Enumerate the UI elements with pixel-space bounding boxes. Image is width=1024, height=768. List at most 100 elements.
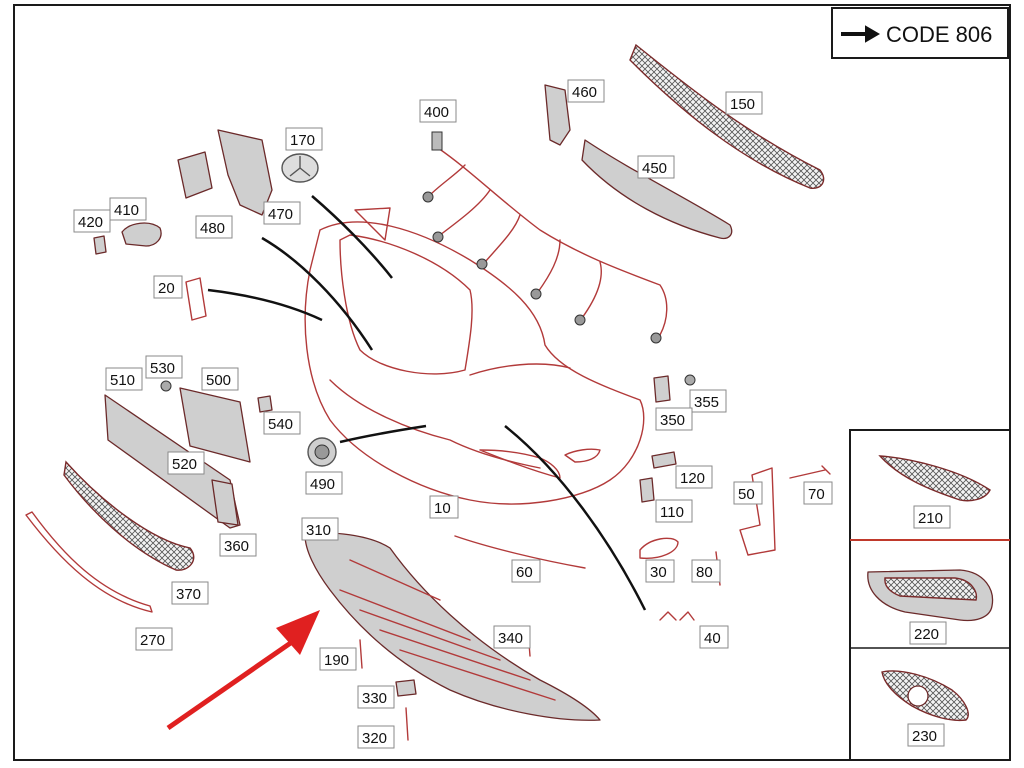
svg-text:400: 400 <box>424 104 449 121</box>
callout-220: 220 <box>909 621 947 645</box>
part-530-nut <box>160 380 172 392</box>
svg-text:530: 530 <box>150 360 175 377</box>
svg-text:500: 500 <box>206 372 231 389</box>
callout-330: 330 <box>357 685 395 709</box>
callout-10: 10 <box>429 495 459 519</box>
callout-320: 320 <box>357 725 395 749</box>
part-270-trim-strip <box>25 511 153 613</box>
svg-text:170: 170 <box>290 132 315 149</box>
part-210-grille <box>878 455 991 502</box>
arrow-right-icon <box>841 25 880 43</box>
callout-230: 230 <box>907 723 945 747</box>
callout-110: 110 <box>655 499 693 523</box>
callout-420: 420 <box>73 209 111 233</box>
callout-340: 340 <box>493 625 531 649</box>
code-label: CODE 806 <box>886 22 992 47</box>
callout-270: 270 <box>135 627 173 651</box>
part-320-bolt <box>405 707 409 741</box>
callout-30: 30 <box>645 559 675 583</box>
svg-text:320: 320 <box>362 730 387 747</box>
part-410-sensor <box>121 222 162 247</box>
callout-530: 530 <box>145 355 183 379</box>
insets-panel <box>849 429 1011 761</box>
callout-490: 490 <box>305 471 343 495</box>
svg-text:210: 210 <box>918 510 943 527</box>
callout-170: 170 <box>285 127 323 151</box>
callout-360: 360 <box>219 533 257 557</box>
svg-text:310: 310 <box>306 522 331 539</box>
svg-text:190: 190 <box>324 652 349 669</box>
diagram-frame <box>13 4 1011 761</box>
callout-20: 20 <box>153 275 183 299</box>
callout-400: 400 <box>419 99 457 123</box>
svg-text:20: 20 <box>158 280 175 297</box>
callout-190: 190 <box>319 647 357 671</box>
part-40-clip <box>659 611 695 621</box>
part-60-strip <box>454 535 586 569</box>
part-120-sensor <box>651 451 677 469</box>
callout-510: 510 <box>105 367 143 391</box>
leader-490 <box>339 424 427 444</box>
part-350-bracket <box>653 375 671 403</box>
svg-text:360: 360 <box>224 538 249 555</box>
red-arrow-icon <box>166 610 320 731</box>
part-10-bumper-cover <box>304 207 645 505</box>
callout-450: 450 <box>637 155 675 179</box>
svg-text:150: 150 <box>730 96 755 113</box>
svg-text:450: 450 <box>642 160 667 177</box>
svg-text:110: 110 <box>660 504 684 521</box>
part-370-lower-grille <box>63 460 195 571</box>
svg-text:355: 355 <box>694 394 719 411</box>
part-400-wiring-harness <box>422 131 668 344</box>
callout-70: 70 <box>803 481 833 505</box>
callout-540: 540 <box>263 411 301 435</box>
leader-470 <box>261 236 374 351</box>
svg-text:520: 520 <box>172 456 197 473</box>
callout-80: 80 <box>691 559 721 583</box>
part-470-bracket <box>217 129 273 216</box>
part-450-bracket <box>581 139 733 240</box>
part-230-hole <box>907 685 929 707</box>
part-30-cover <box>639 537 679 559</box>
leader-170 <box>311 195 393 279</box>
callout-120: 120 <box>675 465 713 489</box>
svg-text:510: 510 <box>110 372 135 389</box>
part-355-clip <box>684 374 696 386</box>
svg-text:40: 40 <box>704 630 721 647</box>
callout-355: 355 <box>689 389 727 413</box>
svg-text:370: 370 <box>176 586 201 603</box>
svg-text:10: 10 <box>434 500 451 517</box>
callout-50: 50 <box>733 481 763 505</box>
svg-text:230: 230 <box>912 728 937 745</box>
part-500-plate <box>179 387 251 463</box>
svg-text:340: 340 <box>498 630 523 647</box>
part-70-screw <box>789 465 831 479</box>
part-360-bracket <box>211 479 239 526</box>
svg-text:460: 460 <box>572 84 597 101</box>
callout-520: 520 <box>167 451 205 475</box>
svg-text:490: 490 <box>310 476 335 493</box>
callout-40: 40 <box>699 625 729 649</box>
svg-text:420: 420 <box>78 214 103 231</box>
part-420-clip <box>93 235 107 255</box>
code-806-box: CODE 806 <box>831 7 1009 59</box>
callout-350: 350 <box>655 407 693 431</box>
callout-370: 370 <box>171 581 209 605</box>
svg-text:540: 540 <box>268 416 293 433</box>
leader-20 <box>207 288 323 322</box>
svg-text:80: 80 <box>696 564 713 581</box>
callout-500: 500 <box>201 367 239 391</box>
part-490-fog-lamp <box>307 437 337 467</box>
part-150-grille-strip <box>629 43 825 189</box>
svg-text:30: 30 <box>650 564 667 581</box>
svg-text:60: 60 <box>516 564 533 581</box>
svg-text:70: 70 <box>808 486 825 503</box>
svg-text:410: 410 <box>114 202 139 219</box>
svg-text:220: 220 <box>914 626 939 643</box>
callouts: 400 460 150 170 450 410 420 470 480 20 5… <box>73 79 951 749</box>
svg-text:50: 50 <box>738 486 755 503</box>
part-110-screw <box>639 477 655 503</box>
callout-480: 480 <box>195 215 233 239</box>
part-170-emblem <box>281 153 319 183</box>
